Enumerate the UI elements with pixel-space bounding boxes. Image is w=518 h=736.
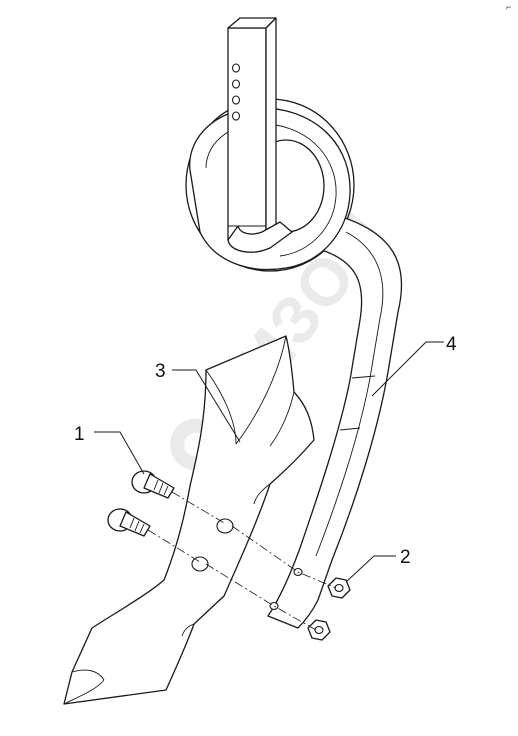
bolt (107, 508, 151, 537)
spring-tine (185, 17, 403, 629)
assembly-centerlines (147, 491, 337, 631)
bolt (131, 470, 175, 499)
blade-hole (191, 556, 209, 572)
shank-hole (231, 63, 241, 73)
share-blade (63, 335, 315, 705)
callout-label-1: 1 (74, 424, 85, 445)
callout-label-3: 3 (155, 361, 166, 382)
tine-hole (269, 601, 279, 611)
callout-label-2: 2 (400, 547, 411, 568)
callout-2: 2 (345, 547, 411, 583)
shank-hole (231, 95, 241, 105)
callout-4: 4 (371, 334, 457, 397)
callout-1: 1 (74, 424, 145, 475)
shank-hole (231, 79, 241, 89)
callout-3: 3 (155, 361, 241, 443)
nut (307, 619, 331, 641)
corner-mark: ⌐ (506, 2, 511, 12)
blade-hole (216, 518, 234, 534)
callout-label-4: 4 (446, 334, 457, 355)
shank-hole (231, 111, 241, 121)
nut (327, 577, 351, 599)
